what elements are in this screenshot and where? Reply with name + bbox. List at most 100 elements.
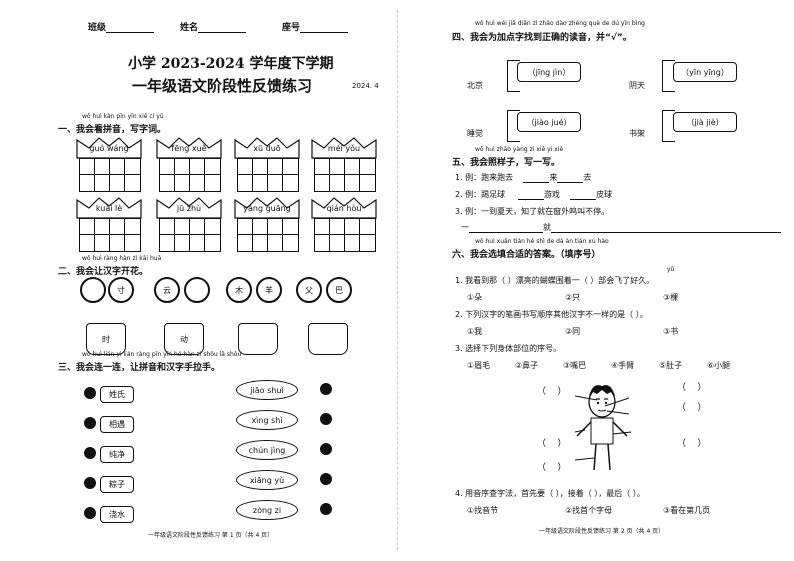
q3-pinyin-oval[interactable]: xìng shì [236, 410, 298, 430]
flower-petal[interactable]: 父 [296, 277, 322, 303]
ant-icon [84, 507, 96, 519]
crown-icon [234, 137, 300, 159]
q6-s4-opt2[interactable]: ②找首个字母 [565, 506, 613, 515]
flower-petal[interactable]: 羊 [256, 277, 282, 303]
q6-s2: 2. 下列汉字的笔画书写顺序其他汉字不一样的是（ ）。 [455, 310, 648, 319]
flower-petal[interactable] [184, 277, 210, 303]
q6-s2-opt3[interactable]: ③书 [663, 327, 679, 336]
q1-crown-card: fēng xuě [155, 136, 223, 194]
q6-s4-opt1[interactable]: ①找音节 [467, 506, 499, 515]
q3-pinyin-oval[interactable]: chún jìng [236, 440, 298, 460]
flower-petal[interactable]: 寸 [108, 277, 134, 303]
q6-yu-pinyin: yǔ [667, 266, 675, 273]
ant-icon [84, 387, 96, 399]
left-footer: 一年级语文阶段性反馈练习 第 1 页（共 4 页） [148, 532, 274, 539]
flower-vase: 时 [86, 323, 126, 355]
crown-icon [311, 137, 377, 159]
q6-s2-opt1[interactable]: ①我 [467, 327, 483, 336]
q6-pinyin: wǒ huì xuǎn tián hé shì de dá àn tián xù… [475, 238, 609, 245]
q6-s3-opt6: ⑥小腿 [707, 361, 731, 370]
flower-3: 木 羊 [222, 275, 292, 365]
q6-s1-opt1[interactable]: ①朵 [467, 293, 483, 302]
q4-word-1: 北京 [467, 81, 483, 90]
crown-icon [156, 137, 222, 159]
q6-s1-opt2[interactable]: ②只 [565, 293, 581, 302]
q4-bracket [507, 60, 520, 92]
q3-pinyin-oval[interactable]: zòng zi [236, 500, 298, 520]
q3-pinyin-oval[interactable]: xiāng yù [236, 470, 298, 490]
ant-icon [84, 477, 96, 489]
q1-writing-grid[interactable] [79, 158, 141, 192]
bee-icon [320, 443, 332, 455]
q1-writing-grid[interactable] [314, 218, 376, 252]
bee-icon [320, 383, 332, 395]
q1-pinyin-word: fēng xuě [171, 144, 207, 153]
q4-pinyin-choice-4[interactable]: （jià jiè） [673, 112, 737, 132]
q1-writing-grid[interactable] [237, 158, 299, 192]
crown-icon [156, 197, 222, 219]
seat-field[interactable]: 座号 [282, 20, 349, 33]
flower-petal[interactable]: 云 [154, 277, 180, 303]
q1-pinyin-word: guó wáng [89, 144, 129, 153]
body-blank[interactable]: （ ） [677, 403, 707, 413]
q1-writing-grid[interactable] [237, 218, 299, 252]
q4-pinyin-choice-1[interactable]: （jīng jìn） [517, 62, 581, 82]
flower-4: 父 巴 [292, 275, 362, 365]
name-field[interactable]: 姓名 [180, 20, 247, 33]
q6-s1-opt3[interactable]: ③棵 [663, 293, 679, 302]
q1-writing-grid[interactable] [159, 218, 221, 252]
flower-petal[interactable]: 巴 [326, 277, 352, 303]
q6-s4-opt3[interactable]: ③看在第几页 [663, 506, 711, 515]
q1-pinyin: wǒ huì kàn pīn yīn xiě cí yǔ [82, 113, 164, 120]
q2-pinyin: wǒ huì ràng hàn zì kāi huā [82, 255, 162, 262]
body-blank[interactable]: （ ） [537, 387, 567, 397]
q1-pinyin-word: kuài lè [95, 204, 123, 213]
q4-bracket [507, 110, 520, 142]
q3-word-card[interactable]: 相遇 [100, 416, 134, 433]
crown-icon [76, 137, 142, 159]
q3-word-card[interactable]: 纯净 [100, 446, 134, 463]
q3-pinyin-oval[interactable]: jiāo shuǐ [236, 380, 298, 400]
body-blank[interactable]: （ ） [537, 439, 567, 449]
q5-example-2: 2. 例：踢足球 游戏 皮球 [455, 190, 613, 200]
bee-icon [320, 503, 332, 515]
body-blank[interactable]: （ ） [677, 383, 707, 393]
crown-icon [311, 197, 377, 219]
body-blank[interactable]: （ ） [677, 439, 707, 449]
q4-label: 四、我会为加点字找到正确的读音，并“√”。 [452, 33, 632, 43]
q5-example-3: 3. 例：一到夏天，知了就在窗外鸣叫不停。 [455, 207, 610, 216]
q3-word-card[interactable]: 粽子 [100, 476, 134, 493]
q1-crown-card: xū duō [233, 136, 301, 194]
q4-pinyin-choice-2[interactable]: （yīn yīng） [673, 62, 737, 82]
flower-2: 云 动 [148, 275, 218, 365]
q6-s4: 4. 用音序查字法，首先要（ ），接着（ ），最后（ ）。 [455, 489, 645, 498]
flower-petal[interactable]: 木 [226, 277, 252, 303]
left-page: 班级 姓名 座号 小学 2023-2024 学年度下学期 一年级语文阶段性反馈练… [58, 20, 379, 539]
q3-word-card[interactable]: 姓氏 [100, 386, 134, 403]
exam-date: 2024. 4 [352, 82, 379, 90]
q4-word-2: 阴天 [629, 81, 645, 90]
q5-blank-3[interactable]: 一就 [461, 222, 781, 233]
q1-writing-grid[interactable] [159, 158, 221, 192]
q2-label: 二、我会让汉字开花。 [58, 267, 149, 277]
q1-crown-card: guó wáng [75, 136, 143, 194]
q1-label: 一、我会看拼音，写字词。 [58, 125, 167, 135]
q4-pinyin-choice-3[interactable]: （jiào jué） [517, 112, 581, 132]
bee-icon [320, 473, 332, 485]
q3-word-card[interactable]: 浇水 [100, 506, 134, 523]
q1-pinyin-word: yáng guāng [243, 204, 291, 213]
class-field[interactable]: 班级 [88, 20, 155, 33]
q6-s2-opt2[interactable]: ②同 [565, 327, 581, 336]
q1-pinyin-word: qián hòu [326, 204, 362, 213]
q1-pinyin-word: xū duō [253, 144, 281, 153]
q6-s3-opt2: ②鼻子 [515, 361, 539, 370]
q1-writing-grid[interactable] [79, 218, 141, 252]
body-blank[interactable]: （ ） [537, 463, 567, 473]
q1-crown-card: kuài lè [75, 196, 143, 254]
q1-crown-card: méi yǒu [310, 136, 378, 194]
flower-petal[interactable] [80, 277, 106, 303]
q1-crown-card: yáng guāng [233, 196, 301, 254]
q1-crown-card: jū zhù [155, 196, 223, 254]
q5-example-1: 1. 例：跑来跑去 来去 [455, 173, 592, 183]
q1-writing-grid[interactable] [314, 158, 376, 192]
